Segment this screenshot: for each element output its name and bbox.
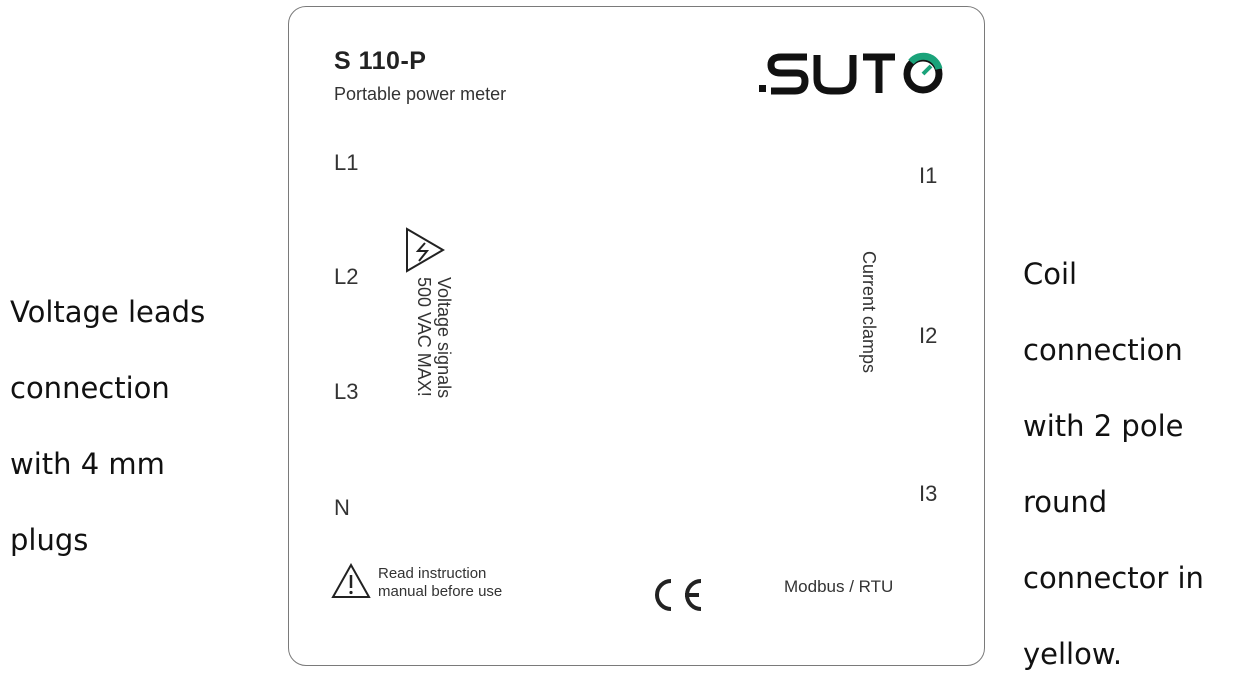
logo-gauge-accent <box>908 52 943 71</box>
logo-gauge-needle <box>921 64 933 76</box>
model-name: S 110-P <box>334 47 427 75</box>
voltage-leads-note: Voltage leads connection with 4 mm plugs <box>10 255 270 559</box>
ce-mark-icon <box>655 579 702 611</box>
warning-line: manual before use <box>378 583 503 600</box>
logo-letter-s <box>767 53 809 95</box>
terminal-l3: L3 <box>334 379 359 404</box>
protocol-label: Modbus / RTU <box>784 577 894 596</box>
high-voltage-warning-icon <box>406 227 445 273</box>
right-note-line: Coil <box>1023 257 1078 291</box>
caution-triangle <box>331 563 371 598</box>
left-note-line: with 4 mm <box>10 447 165 481</box>
logo-letter-t <box>863 53 895 93</box>
ce-letter-e <box>685 579 702 611</box>
hazard-bolt <box>415 242 430 262</box>
caution-dot <box>349 590 353 595</box>
right-note-line: with 2 pole <box>1023 409 1184 443</box>
ce-letter-c <box>655 579 672 611</box>
terminal-i2: I2 <box>919 323 938 348</box>
voltage-max-line: 500 VAC MAX! <box>414 277 434 397</box>
terminal-i1: I1 <box>919 163 938 188</box>
right-note-line: connector in <box>1023 561 1204 595</box>
terminal-l2: L2 <box>334 264 359 289</box>
terminal-l1: L1 <box>334 150 359 175</box>
current-clamps-text: Current clamps <box>859 251 879 374</box>
terminal-n: N <box>334 495 350 520</box>
warning-line: Read instruction <box>378 565 487 582</box>
device-front-panel: S 110-P Portable power meter L1 L2 L3 N … <box>288 6 985 666</box>
logo-letter-u <box>813 55 857 95</box>
hazard-triangle <box>406 227 445 273</box>
suto-logo <box>759 52 943 95</box>
coil-connection-note: Coil connection with 2 pole round connec… <box>1023 217 1243 673</box>
left-note-line: Voltage leads <box>10 295 206 329</box>
right-note-line: connection <box>1023 333 1183 367</box>
left-note-line: connection <box>10 371 170 405</box>
read-instructions-note: Read instruction manual before use <box>378 565 502 601</box>
right-note-line: yellow. <box>1023 637 1123 671</box>
device-subtitle: Portable power meter <box>334 84 507 104</box>
logo-dot <box>759 85 766 92</box>
terminal-i3: I3 <box>919 481 938 506</box>
caution-warning-icon <box>331 563 371 598</box>
voltage-signals-line: Voltage signals <box>434 277 454 399</box>
left-note-line: plugs <box>10 523 89 557</box>
right-note-line: round <box>1023 485 1108 519</box>
